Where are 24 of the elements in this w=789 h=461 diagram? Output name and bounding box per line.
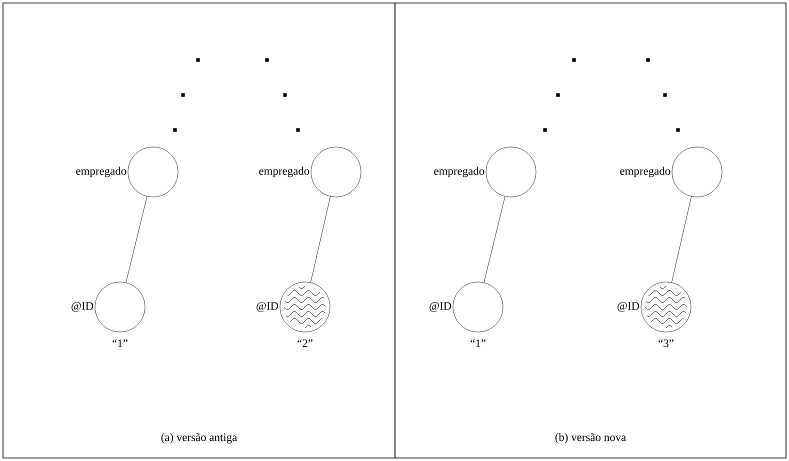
tree-node-circle <box>310 146 362 198</box>
tree-edge <box>671 196 692 283</box>
value-label: “1” <box>112 339 128 348</box>
tree-edge <box>484 196 506 283</box>
tree-node-circle <box>94 282 146 332</box>
node-label: empregado <box>434 166 484 178</box>
value-label: “2” <box>298 339 312 348</box>
tree-node-circle <box>280 282 330 332</box>
node-label: @ID <box>618 302 640 312</box>
node-label: @ID <box>256 302 278 312</box>
tree-node-circle <box>452 282 504 332</box>
node-label: empregado <box>259 166 310 178</box>
value-label: “1” <box>470 339 486 348</box>
tree-edge <box>126 196 148 283</box>
node-label: empregado <box>76 166 126 178</box>
tree-node-circle <box>486 146 536 198</box>
tree-node-circle <box>672 146 722 198</box>
tree-edge <box>310 196 331 283</box>
node-label: @ID <box>72 302 94 312</box>
node-label: empregado <box>620 166 670 178</box>
tree-node-circle <box>640 282 692 332</box>
node-label: @ID <box>430 302 452 312</box>
tree-node-circle <box>128 146 178 198</box>
value-label: “3” <box>658 339 674 348</box>
